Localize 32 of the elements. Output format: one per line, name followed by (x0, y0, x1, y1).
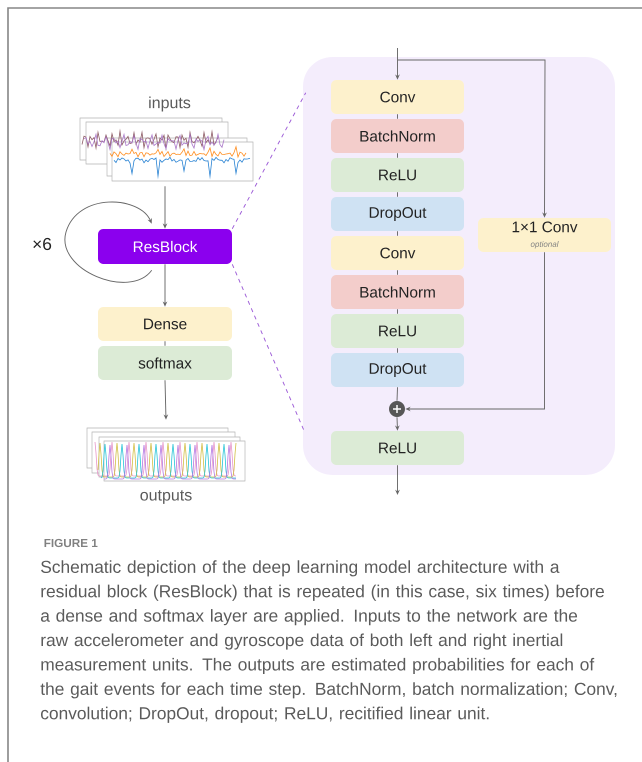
layer-box: ReLU (331, 158, 464, 192)
caption-text: Schematic depiction of the deep learning model architecture with a residual block (ResBlock) that is repeated (in this case, six times) before a dense and softmax layer are applied. Inputs to the network are the raw accelerometer and gyroscope data of both left and right inertial measurement units. The outputs are estimated probabilities for each of the gait events for each time step. BatchNorm, batch normalization; Conv, convolution; DropOut, dropout; ReLU, recitified linear unit. (40, 560, 616, 723)
zoom-line (232, 92, 306, 230)
sum-circle (389, 401, 405, 417)
layer-box: Conv (331, 236, 464, 270)
connector-line (397, 114, 398, 120)
plot-label: inputs (149, 96, 190, 112)
connector-line (397, 192, 398, 198)
block-box: ResBlock (98, 229, 232, 264)
layer-box: DropOut (331, 197, 464, 231)
layer-box: ReLU (331, 431, 464, 465)
figure-label: FIGURE 1 (44, 538, 98, 548)
connector-line (164, 340, 166, 346)
layer-box: Conv (331, 80, 464, 114)
loop-arrow (64, 202, 152, 283)
connector-line (397, 308, 398, 314)
connector-line (397, 230, 398, 236)
layer-box: ReLU (331, 314, 464, 348)
connector-line (397, 152, 398, 158)
layer-box: BatchNorm (331, 119, 464, 153)
signal-plot-drawing (86, 428, 246, 482)
connector-line (396, 386, 398, 402)
repeat-label: ×6 (33, 238, 52, 250)
layer-box: BatchNorm (331, 275, 464, 309)
layer-box: DropOut (331, 353, 464, 387)
connector-line (397, 348, 398, 354)
layer-box: softmax (98, 346, 232, 380)
connector-line (397, 270, 398, 276)
layer-box: Dense (98, 307, 232, 341)
signal-plot-drawing (80, 118, 254, 182)
layer-box: 1×1 Conv optional (478, 218, 611, 252)
plot-label: outputs (140, 490, 192, 504)
